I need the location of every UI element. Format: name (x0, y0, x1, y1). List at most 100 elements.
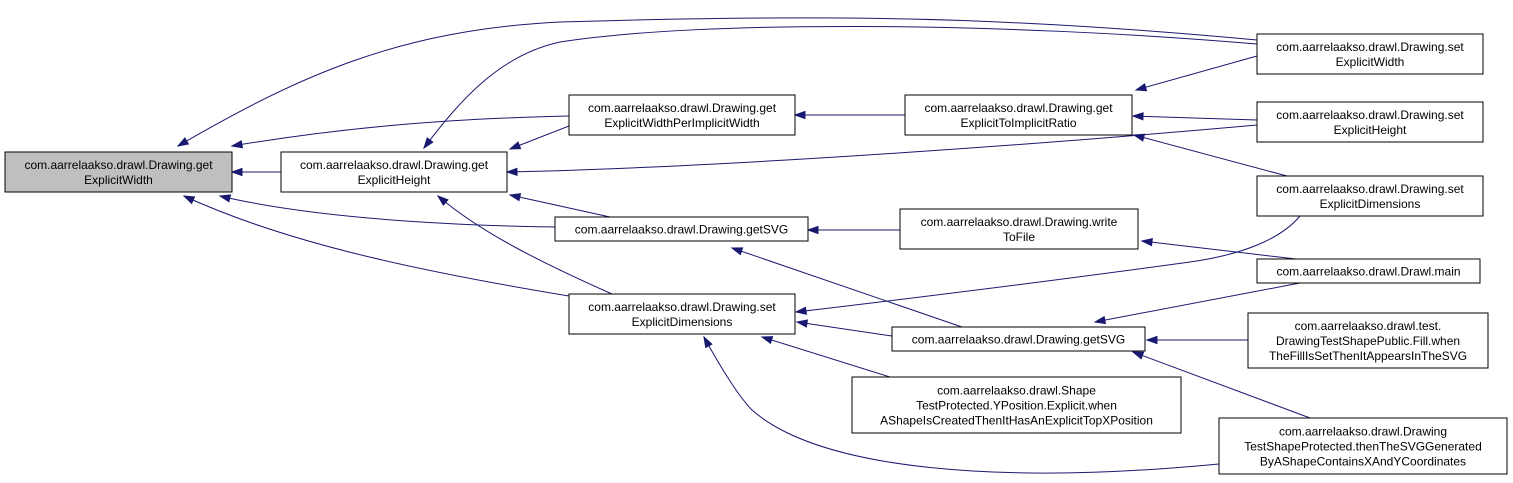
node-box (904, 94, 1133, 136)
node-box (899, 208, 1139, 250)
arrowhead-icon (1132, 133, 1146, 142)
function-node[interactable]: com.aarrelaakso.drawl.Drawing.setExplici… (1256, 175, 1484, 217)
nodes-layer: com.aarrelaakso.drawl.Drawing.getExplici… (4, 33, 1508, 475)
node-label: com.aarrelaakso.drawl.Drawing.set (588, 300, 776, 314)
call-edge (1134, 55, 1258, 92)
call-edge (1145, 335, 1248, 345)
call-edge (793, 110, 905, 120)
function-node[interactable]: com.aarrelaakso.drawl.Drawing.setExplici… (1256, 101, 1484, 143)
call-edge (806, 225, 900, 235)
node-label: DrawingTestShapePublic.Fill.when (1276, 334, 1460, 348)
node-label: ExplicitWidth (1336, 55, 1405, 69)
function-node[interactable]: com.aarrelaakso.drawl.Drawl.main (1256, 258, 1481, 284)
call-edge (795, 319, 893, 337)
function-node[interactable]: com.aarrelaakso.drawl.Drawing.setExplici… (1256, 33, 1484, 75)
arrowhead-icon (1093, 315, 1107, 325)
call-edge (176, 17, 1258, 147)
call-edge (182, 195, 570, 297)
node-label: com.aarrelaakso.drawl.Drawing.get (588, 101, 777, 115)
node-box (851, 376, 1182, 434)
arrowhead-icon (230, 140, 244, 149)
node-box (891, 326, 1146, 352)
function-node[interactable]: com.aarrelaakso.drawl.Drawing.getExplici… (568, 94, 796, 136)
node-label: com.aarrelaakso.drawl.Drawing.get (24, 158, 213, 172)
node-label: AShapeIsCreatedThenItHasAnExplicitTopXPo… (880, 414, 1153, 428)
arrowhead-icon (508, 193, 522, 202)
node-label: TestShapeProtected.thenTheSVGGenerated (1244, 440, 1482, 454)
arrowhead-icon (176, 137, 190, 147)
function-node[interactable]: com.aarrelaakso.drawl.DrawingTestShapePr… (1218, 417, 1508, 475)
arrowhead-icon (218, 194, 232, 203)
function-node[interactable]: com.aarrelaakso.drawl.Drawing.getSVG (554, 216, 809, 242)
function-node[interactable]: com.aarrelaakso.drawl.Drawing.writeToFil… (899, 208, 1139, 250)
call-edge (423, 25, 1258, 150)
edge-line (1135, 55, 1258, 91)
call-edge (1131, 351, 1311, 419)
node-label: TheFillIsSetThenItAppearsInTheSVG (1269, 349, 1467, 363)
node-label: com.aarrelaakso.drawl.Shape (937, 384, 1096, 398)
function-node[interactable]: com.aarrelaakso.drawl.test.DrawingTestSh… (1247, 312, 1489, 369)
node-label: com.aarrelaakso.drawl.Drawing.set (1276, 108, 1464, 122)
node-label: ExplicitHeight (1334, 123, 1407, 137)
edge-line (731, 247, 963, 328)
edge-line (761, 336, 891, 378)
node-box (568, 94, 796, 136)
function-node[interactable]: com.aarrelaakso.drawl.Drawing.getExplici… (280, 151, 508, 193)
node-box (1256, 33, 1484, 75)
edge-line (703, 336, 1220, 474)
edge-line (509, 194, 611, 218)
call-edge (703, 335, 1220, 474)
node-label: ByAShapeContainsXAndYCoordinates (1260, 455, 1466, 469)
arrowhead-icon (1134, 83, 1148, 92)
arrowhead-icon (730, 247, 744, 256)
focus-function-node[interactable]: com.aarrelaakso.drawl.Drawing.getExplici… (4, 151, 233, 193)
node-box (1256, 175, 1484, 217)
node-box (280, 151, 508, 193)
arrowhead-icon (1140, 238, 1153, 247)
arrowhead-icon (793, 110, 806, 120)
function-node[interactable]: com.aarrelaakso.drawl.Drawing.setExplici… (568, 293, 796, 335)
node-box (554, 216, 809, 242)
node-label: ExplicitDimensions (632, 315, 733, 329)
node-label: com.aarrelaakso.drawl.Drawing (1279, 425, 1447, 439)
call-edge (230, 167, 281, 177)
arrowhead-icon (436, 195, 449, 207)
call-edge (1131, 112, 1258, 121)
edge-line (795, 215, 1301, 313)
call-edge (508, 193, 611, 218)
node-label: com.aarrelaakso.drawl.Drawing.getSVG (575, 223, 788, 237)
arrowhead-icon (182, 195, 196, 205)
node-label: ExplicitToImplicitRatio (960, 116, 1076, 130)
call-edge (794, 215, 1301, 315)
node-box (568, 293, 796, 335)
call-edge (1132, 133, 1288, 177)
call-edge (218, 194, 556, 228)
call-edge (1140, 238, 1297, 260)
function-node[interactable]: com.aarrelaakso.drawl.ShapeTestProtected… (851, 376, 1182, 434)
edge-line (177, 17, 1258, 147)
edge-line (796, 321, 893, 337)
call-edge (730, 247, 963, 328)
call-edge (508, 125, 570, 150)
arrowhead-icon (230, 167, 243, 177)
edge-line (1132, 351, 1311, 419)
call-edge (760, 336, 891, 378)
node-label: ExplicitWidthPerImplicitWidth (604, 116, 759, 130)
node-label: ToFile (1003, 230, 1035, 244)
edge-line (183, 195, 570, 297)
arrowhead-icon (423, 137, 434, 150)
edge-line (1132, 115, 1258, 121)
node-box (4, 151, 233, 193)
arrowhead-icon (795, 319, 809, 328)
edge-line (219, 195, 556, 228)
node-label: com.aarrelaakso.drawl.Drawing.write (921, 215, 1118, 229)
arrowhead-icon (1131, 351, 1145, 360)
function-node[interactable]: com.aarrelaakso.drawl.Drawing.getSVG (891, 326, 1146, 352)
edge-line (1094, 282, 1301, 323)
node-label: com.aarrelaakso.drawl.Drawing.get (300, 158, 489, 172)
arrowhead-icon (794, 306, 807, 315)
node-label: com.aarrelaakso.drawl.Drawing.set (1276, 182, 1464, 196)
function-node[interactable]: com.aarrelaakso.drawl.Drawing.getExplici… (904, 94, 1133, 136)
edge-line (231, 115, 570, 147)
